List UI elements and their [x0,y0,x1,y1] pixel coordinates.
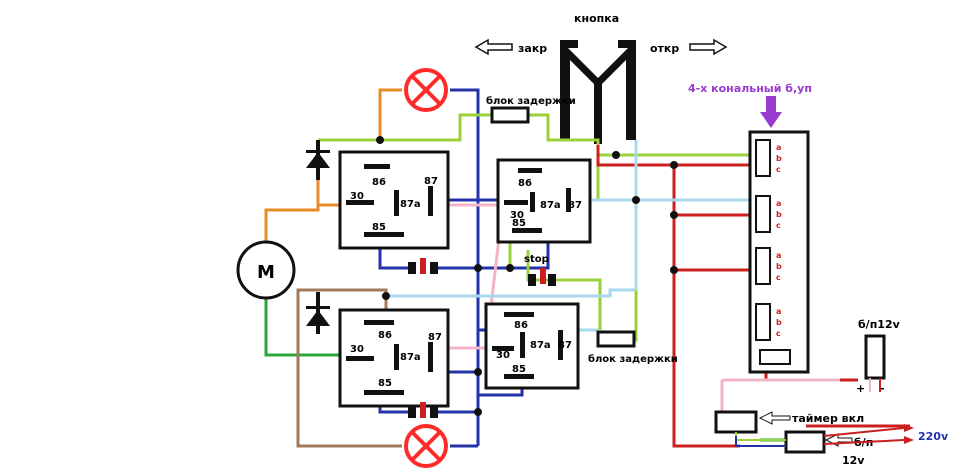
channel-2-pins: a b c [776,199,782,230]
ecu-label: 4-х кональный б,уп [688,82,812,95]
plus-label: + [856,382,865,395]
lamp-icon [404,68,448,112]
relay-3-pin: 86 [514,320,528,331]
diode-icon [306,292,330,334]
relay-4-pin: 87a [400,352,421,363]
stop-label: stop [524,254,549,265]
motor-icon [236,240,296,300]
channel-pin: c [776,329,781,338]
mains-arrows [823,424,914,445]
channel-1-pins: a b c [776,143,782,174]
channel-3-pins: a b c [776,251,782,282]
channel-pin: b [776,210,782,219]
channel-pin: a [776,307,781,316]
arrow-left-icon [758,411,791,425]
relay-2-pin: 85 [512,218,526,229]
push-button [560,40,636,144]
channel-pin: a [776,251,781,260]
channel-4-pins: a b c [776,307,782,338]
relay-4 [338,308,450,408]
minus-label: - [880,382,885,395]
relay-4-pin: 30 [350,344,364,355]
relay-1-pin: 87 [424,176,438,187]
limit-switch-icon [408,402,438,418]
timer-psu-wire-blue [735,436,786,447]
relay-4-pin: 85 [378,378,392,389]
lamp-icon [404,424,448,468]
relay-3 [484,302,580,390]
psu-12v-block [864,334,886,392]
brown-wires [296,288,402,448]
relay-4-pin: 87 [428,332,442,343]
relay-3-pin: 87 [558,340,572,351]
open-label: откр [650,42,679,55]
relay-2-pin: 30 [510,210,524,221]
limit-switch-icon [408,258,438,274]
psu-block [784,430,826,454]
channel-module [748,130,810,374]
channel-pin: c [776,165,781,174]
delay-label-top: блок задержки [486,95,576,107]
timer-block [714,410,758,434]
channel-pin: b [776,262,782,271]
relay-3-pin: 85 [512,364,526,375]
v220-label: 220v [918,430,949,443]
relay-1-pin: 30 [350,191,364,202]
junction-dots [376,136,678,416]
relay-1-pin: 87a [400,199,421,210]
channel-pin: b [776,318,782,327]
relay-2-pin: 86 [518,178,532,189]
relay-2 [496,158,592,244]
open-arrow [689,38,728,56]
diode-icon [306,140,330,180]
channel-pin: a [776,199,781,208]
channel-pin: c [776,221,781,230]
channel-pin: a [776,143,781,152]
psu-top-label: б/п12v [858,318,901,331]
relay-1-pin: 86 [372,177,386,188]
motor-label: M [257,262,275,283]
button-label: кнопка [574,12,619,25]
v12-label: 12v [842,454,865,467]
relay-1 [338,150,450,250]
close-arrow [474,38,513,56]
stop-switch-icon [528,268,556,286]
relay-3-pin: 30 [496,350,510,361]
purple-marker-arrow [760,96,782,128]
channel-pin: b [776,154,782,163]
timer-label: таймер вкл [792,412,864,425]
relay-3-pin: 87a [530,340,551,351]
relay-4-pin: 86 [378,330,392,341]
relay-1-pin: 85 [372,222,386,233]
delay-label-bottom: блок задержки [588,353,678,365]
delay-block-top [490,106,530,124]
close-label: закр [518,42,547,55]
relay-2-pin: 87 [568,200,582,211]
delay-block-bottom [596,330,636,348]
relay-2-pin: 87a [540,200,561,211]
channel-pin: c [776,273,781,282]
